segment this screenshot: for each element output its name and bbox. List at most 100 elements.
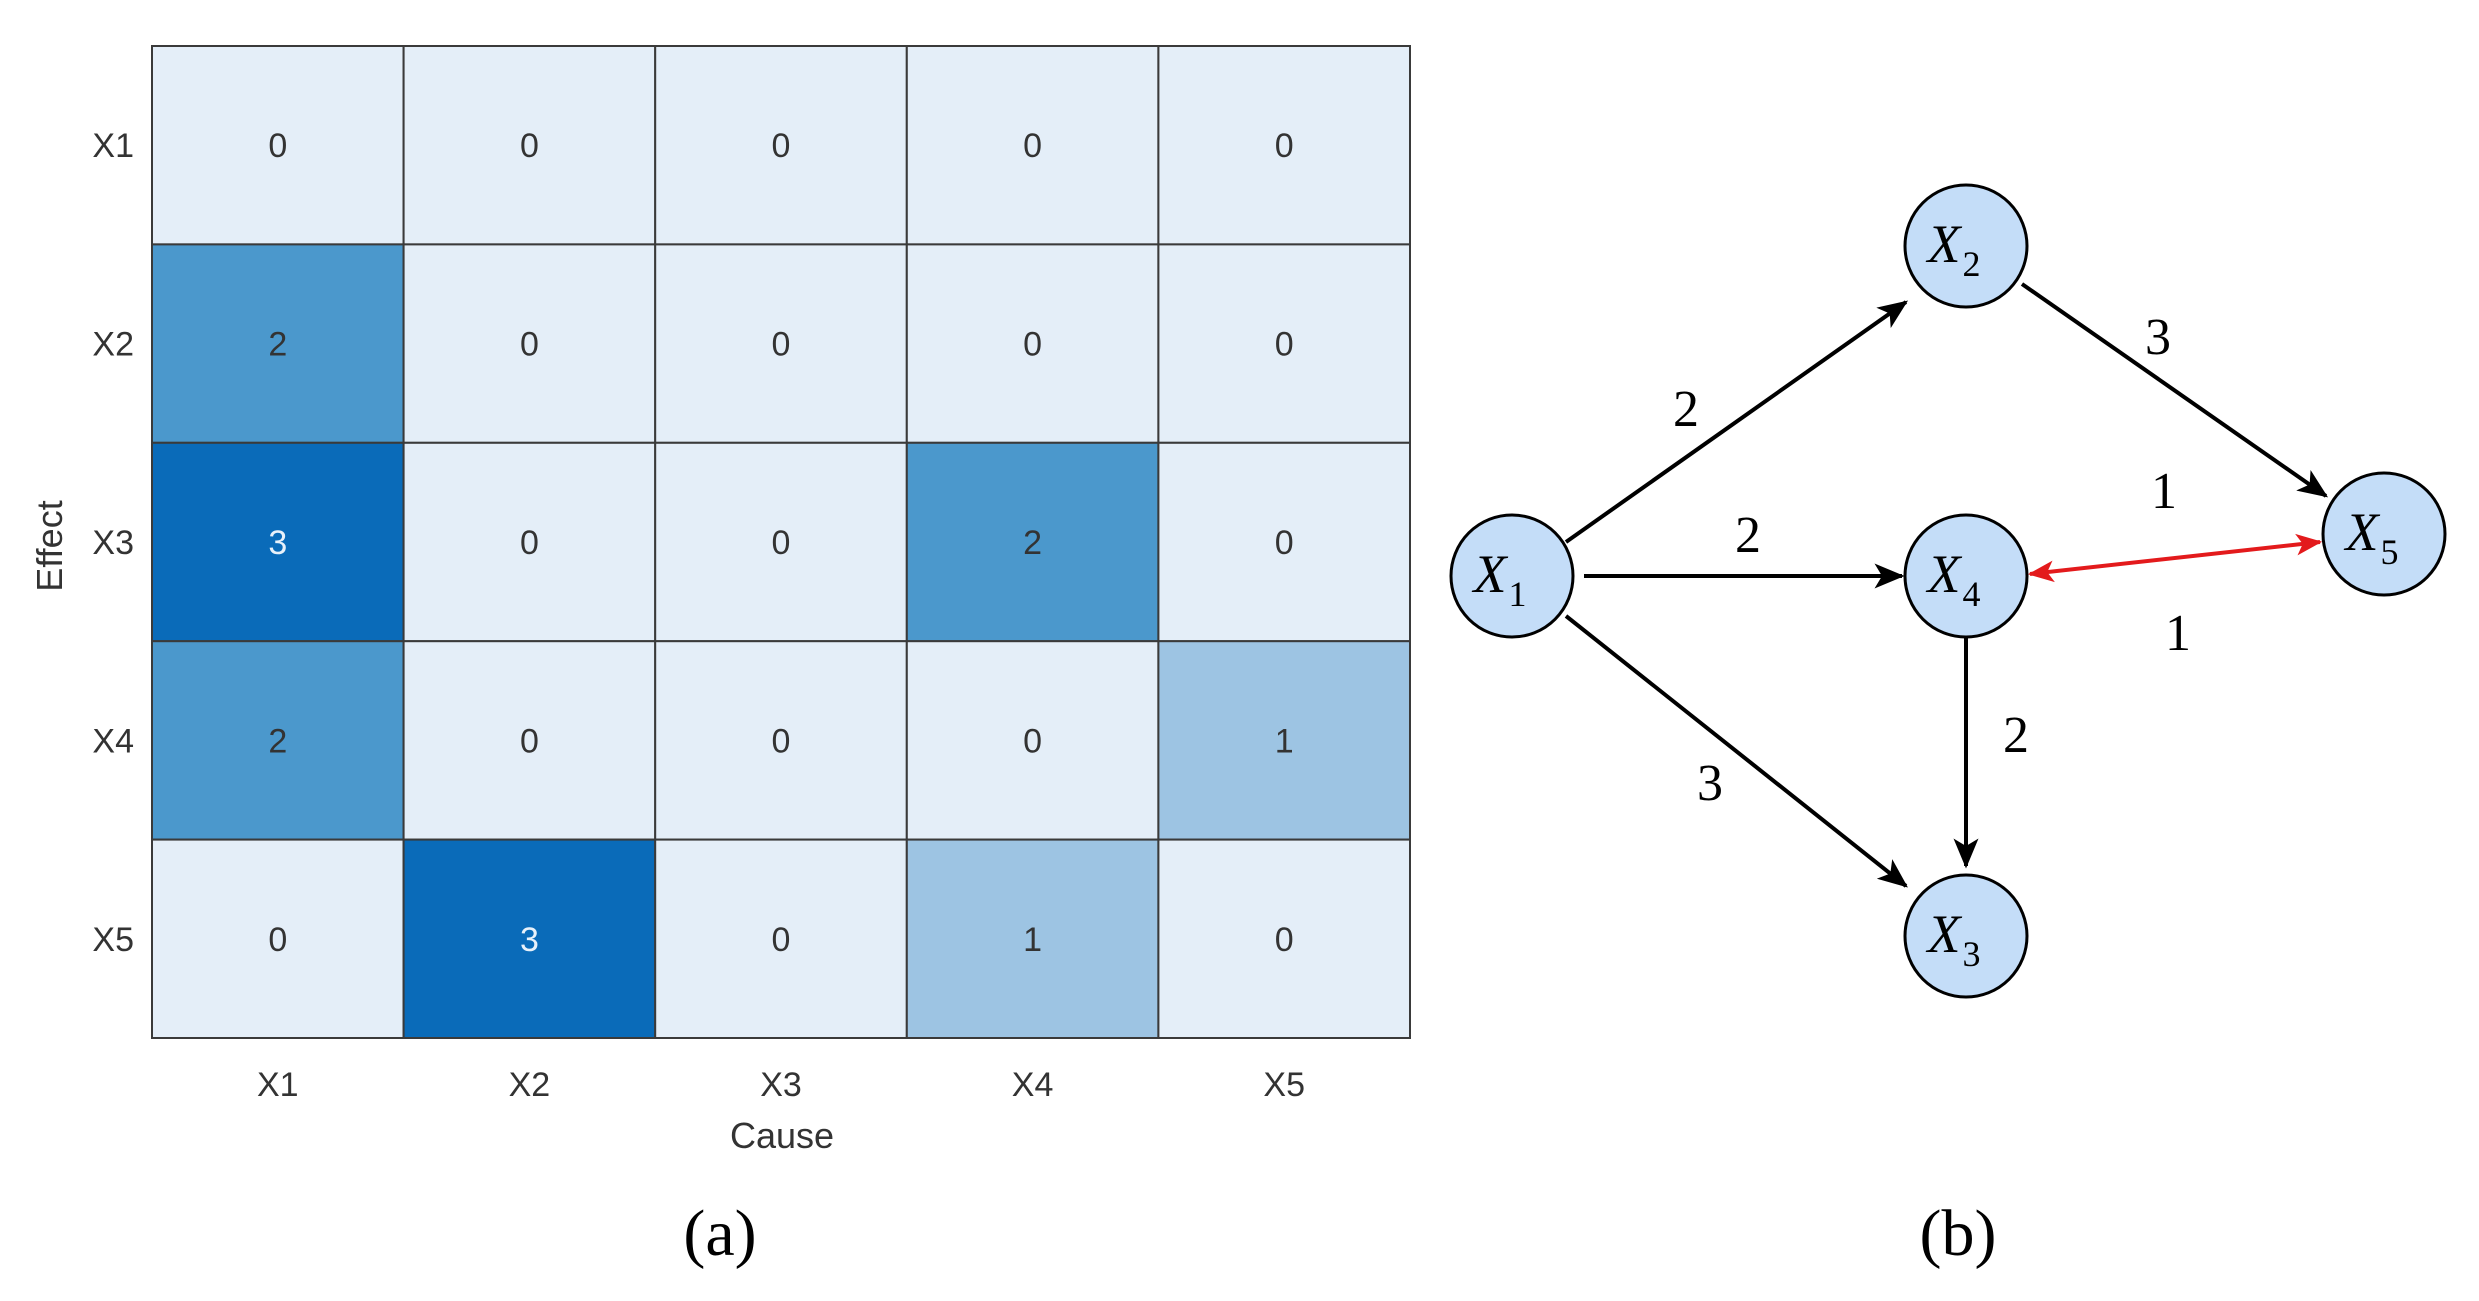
- x-axis-label: Cause: [730, 1115, 834, 1156]
- heatmap-value-label: 0: [772, 326, 791, 364]
- heatmap-cell-x4-x5: [1157, 640, 1412, 841]
- node-x5-letter: X: [2344, 502, 2381, 562]
- heatmap-cell-x2-x5: [1157, 243, 1412, 444]
- node-x1-letter: X: [1472, 544, 1509, 604]
- edge-weight-x4-x3: 2: [2003, 707, 2029, 764]
- y-tick-label: X5: [92, 921, 134, 959]
- heatmap-cell-x5-x2: [402, 838, 657, 1039]
- y-tick-label: X4: [92, 722, 134, 760]
- heatmap-value-label: 0: [1023, 722, 1042, 760]
- edge-weight-x1-x2: 2: [1673, 381, 1699, 438]
- heatmap-value-label: 0: [268, 921, 287, 959]
- graph-edges: [1564, 282, 2329, 888]
- y-tick-label: X1: [92, 127, 134, 165]
- svg-text:X4: X4: [1926, 544, 1981, 614]
- svg-text:X3: X3: [1926, 904, 1981, 974]
- graph-node-x1: X1: [1449, 513, 1575, 639]
- node-x3-letter: X: [1926, 904, 1963, 964]
- node-x3-subscript: 3: [1963, 934, 1981, 974]
- edge-x1-x2: [1564, 300, 1909, 544]
- heatmap-cell-x5-x5: [1157, 838, 1412, 1039]
- edge-weight-x2-x5: 3: [2145, 309, 2171, 366]
- heatmap-value-label: 2: [1023, 524, 1042, 562]
- heatmap-value-label: 1: [1275, 722, 1294, 760]
- heatmap-value-label: 0: [772, 127, 791, 165]
- heatmap-cells: 0 0 0 0 0 2 0 0 0 0 3 0 0 2 0 2 0 0 0 1 0 3 0 1 0: [151, 45, 1412, 1039]
- heatmap-cell-x1-x2: [402, 45, 657, 246]
- graph-node-x4: X4: [1903, 513, 2029, 639]
- heatmap-cell-x3-x2: [402, 441, 657, 643]
- y-tick-label: X3: [92, 524, 134, 562]
- y-tick-label: X2: [92, 326, 134, 364]
- heatmap-cell-x4-x2: [402, 640, 657, 841]
- heatmap-value-label: 0: [1023, 127, 1042, 165]
- heatmap-value-label: 0: [1275, 127, 1294, 165]
- edge-weight-x1-x4: 2: [1735, 507, 1761, 564]
- heatmap-cell-x2-x3: [654, 243, 908, 444]
- heatmap-value-label: 0: [1275, 921, 1294, 959]
- heatmap-value-label: 0: [772, 524, 791, 562]
- graph-nodes: X1 X2 X3 X4 X5: [1449, 183, 2447, 999]
- heatmap-cell-x4-x1: [151, 640, 405, 841]
- x-tick-label: X3: [760, 1066, 802, 1104]
- svg-text:X5: X5: [2344, 502, 2399, 572]
- node-x1-subscript: 1: [1509, 574, 1527, 614]
- heatmap-value-label: 0: [268, 127, 287, 165]
- graph-node-x5: X5: [2321, 471, 2447, 597]
- heatmap-cell-x5-x1: [151, 838, 405, 1039]
- heatmap-cell-x3-x5: [1157, 441, 1412, 643]
- heatmap-cell-x3-x3: [654, 441, 908, 643]
- node-x4-letter: X: [1926, 544, 1963, 604]
- heatmap-cell-x2-x1: [151, 243, 405, 444]
- heatmap-cell-x1-x5: [1157, 45, 1412, 246]
- heatmap-value-label: 0: [520, 524, 539, 562]
- heatmap-value-label: 0: [772, 722, 791, 760]
- graph-node-x3: X3: [1903, 873, 2029, 999]
- heatmap-value-label: 0: [520, 127, 539, 165]
- edge-weight-x5-x4: 1: [2165, 605, 2191, 662]
- heatmap-cell-x5-x3: [654, 838, 908, 1039]
- y-axis-label: Effect: [29, 500, 70, 591]
- heatmap-value-label: 0: [1023, 326, 1042, 364]
- heatmap-value-label: 0: [1275, 524, 1294, 562]
- x-tick-label: X4: [1012, 1066, 1054, 1104]
- heatmap-value-label: 2: [268, 326, 287, 364]
- node-x2-letter: X: [1926, 214, 1963, 274]
- node-x4-subscript: 4: [1963, 574, 1981, 614]
- heatmap-cell-x1-x4: [905, 45, 1160, 246]
- svg-text:X1: X1: [1472, 544, 1527, 614]
- heatmap-value-label: 3: [520, 921, 539, 959]
- heatmap-value-label: 0: [772, 921, 791, 959]
- node-x5-subscript: 5: [2381, 532, 2399, 572]
- edge-weight-x4-x5: 1: [2151, 463, 2177, 520]
- heatmap-value-label: 2: [268, 722, 287, 760]
- panel-a-label: (a): [683, 1197, 756, 1270]
- panel-b-label: (b): [1920, 1197, 1997, 1270]
- heatmap-value-label: 0: [1275, 326, 1294, 364]
- edge-x1-x3: [1564, 614, 1908, 888]
- heatmap-cell-x4-x3: [654, 640, 908, 841]
- heatmap-value-label: 0: [520, 722, 539, 760]
- heatmap-value-label: 0: [520, 326, 539, 364]
- x-tick-labels: X1 X2 X3 X4 X5: [257, 1066, 1305, 1104]
- edge-x2-x5: [2020, 282, 2329, 498]
- heatmap-value-label: 3: [268, 524, 287, 562]
- graph-node-x2: X2: [1903, 183, 2029, 309]
- edge-x4-x5-bidirectional: [2027, 533, 2323, 583]
- graph-edge-labels: 2 2 3 3 2 1 1: [1673, 309, 2191, 812]
- heatmap-value-label: 1: [1023, 921, 1042, 959]
- heatmap-cell-x3-x4: [905, 441, 1160, 643]
- heatmap-cell-x4-x4: [905, 640, 1160, 841]
- node-x2-subscript: 2: [1963, 244, 1981, 284]
- heatmap-cell-x1-x1: [151, 45, 405, 246]
- heatmap-cell-x1-x3: [654, 45, 908, 246]
- x-tick-label: X1: [257, 1066, 299, 1104]
- edge-weight-x1-x3: 3: [1697, 755, 1723, 812]
- svg-text:X2: X2: [1926, 214, 1981, 284]
- x-tick-label: X2: [509, 1066, 551, 1104]
- x-tick-label: X5: [1263, 1066, 1305, 1104]
- causal-graph-panel: 2 2 3 3 2 1 1 X1 X2 X3 X4: [1449, 183, 2447, 1270]
